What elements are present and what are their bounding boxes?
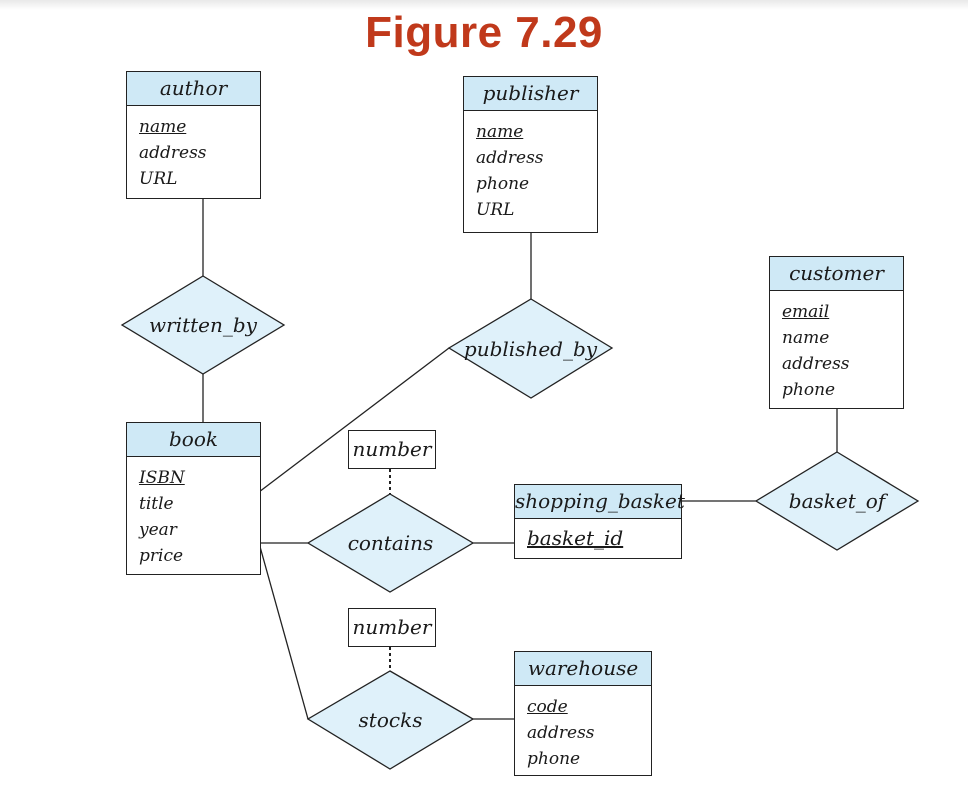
attribute: year	[139, 520, 177, 540]
top-gradient-bar	[0, 0, 968, 10]
diamond-contains	[306, 493, 475, 593]
attribute-primary-key: ISBN	[139, 468, 185, 488]
attribute: address	[527, 723, 595, 743]
entity-book: book ISBN title year price	[126, 422, 261, 575]
line-book-stocks	[258, 542, 309, 720]
entity-warehouse: warehouse code address phone	[514, 651, 652, 776]
entity-shopping-basket: shopping_basket basket_id	[514, 484, 685, 559]
entity-name: publisher	[464, 77, 597, 111]
relationship-attribute: number	[352, 437, 432, 461]
diamond-stocks	[306, 670, 475, 770]
entity-author: author name address URL	[126, 71, 261, 199]
figure-title: Figure 7.29	[365, 8, 603, 57]
attribute: title	[139, 494, 174, 514]
contains-attribute-box: number	[348, 430, 436, 469]
attribute-primary-key: name	[476, 122, 524, 142]
attribute: address	[476, 148, 544, 168]
relationship-stocks: stocks	[308, 671, 473, 769]
relationship-published-by: published_by	[449, 299, 612, 398]
relationship-contains: contains	[308, 494, 473, 592]
attribute: phone	[527, 749, 581, 769]
relationship-label: written_by	[149, 313, 257, 337]
attribute: URL	[139, 169, 178, 189]
diamond-basket-of	[754, 451, 920, 551]
diamond-published-by	[447, 298, 614, 399]
relationship-written-by: written_by	[122, 276, 284, 374]
line-book-publishedby	[258, 347, 450, 493]
entity-name: book	[127, 423, 260, 457]
attribute-primary-key: code	[527, 697, 568, 717]
attribute-primary-key: basket_id	[527, 526, 624, 550]
relationship-label: published_by	[463, 336, 598, 361]
diamond-written-by	[120, 275, 286, 375]
attribute-primary-key: name	[139, 117, 187, 137]
attribute: phone	[782, 380, 836, 400]
stocks-attribute-box: number	[348, 608, 436, 647]
entity-customer: customer email name address phone	[769, 256, 904, 409]
relationship-label: stocks	[358, 708, 423, 732]
attribute: phone	[476, 174, 530, 194]
attribute: name	[782, 328, 830, 348]
attribute: address	[139, 143, 207, 163]
attribute: address	[782, 354, 850, 374]
entity-name: author	[127, 72, 260, 106]
entity-name: warehouse	[515, 652, 651, 686]
relationship-label: contains	[347, 531, 434, 555]
relationship-attribute: number	[352, 615, 432, 639]
relationship-label: basket_of	[788, 489, 886, 513]
attribute-primary-key: email	[782, 302, 830, 322]
attribute: price	[139, 546, 184, 566]
entity-name: customer	[770, 257, 903, 291]
entity-publisher: publisher name address phone URL	[463, 76, 598, 233]
entity-name: shopping_basket	[515, 485, 685, 519]
relationship-basket-of: basket_of	[756, 452, 918, 550]
attribute: URL	[476, 200, 515, 220]
